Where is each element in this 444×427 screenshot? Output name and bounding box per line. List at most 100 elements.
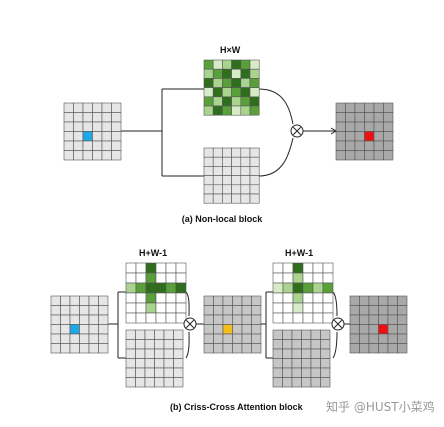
grid-cell	[354, 150, 365, 161]
grid-cell	[249, 166, 260, 176]
grid-cell	[79, 305, 90, 316]
grid-cell	[301, 377, 312, 388]
input-feature-map-a	[63, 102, 122, 161]
multiply-operator-b2	[331, 317, 345, 331]
grid-cell	[175, 292, 187, 304]
grid-cell	[145, 292, 157, 304]
grid-cell	[79, 333, 90, 344]
grid-cell	[368, 324, 379, 335]
grid-cell	[383, 112, 394, 123]
grid-cell	[79, 295, 90, 306]
grid-cell	[292, 292, 304, 304]
grid-cell	[251, 324, 262, 335]
grid-cell	[60, 295, 71, 306]
grid-cell	[364, 150, 375, 161]
grid-cell	[231, 87, 242, 98]
grid-cell	[154, 329, 165, 340]
grid-cell	[231, 156, 242, 167]
grid-cell	[373, 102, 384, 113]
grid-cell	[301, 348, 312, 359]
line-value-b1-to-op	[185, 331, 190, 359]
grid-cell	[241, 333, 252, 344]
grid-cell	[240, 105, 251, 116]
grid-cell	[101, 140, 112, 151]
grid-cell	[312, 272, 324, 284]
grid-cell	[397, 305, 408, 316]
grid-cell	[50, 324, 61, 335]
grid-cell	[173, 358, 184, 369]
grid-cell	[163, 377, 174, 388]
grid-cell	[249, 184, 260, 195]
grid-cell	[241, 305, 252, 316]
grid-cell	[291, 377, 302, 388]
grid-cell	[213, 295, 224, 306]
grid-cell	[368, 295, 379, 306]
grid-cell	[387, 333, 398, 344]
grid-cell	[249, 96, 260, 107]
grid-cell	[397, 324, 408, 335]
grid-cell	[272, 262, 284, 274]
grid-cell	[249, 68, 260, 79]
grid-cell	[291, 348, 302, 359]
grid-cell	[292, 302, 304, 314]
grid-cell	[232, 324, 243, 335]
grid-cell	[203, 156, 214, 167]
grid-cell	[203, 324, 214, 335]
grid-cell	[232, 343, 243, 354]
grid-cell	[101, 121, 112, 132]
grid-cell	[249, 87, 260, 98]
grid-cell	[135, 272, 147, 284]
caption-non-local-block: (a) Non-local block	[181, 214, 263, 224]
grid-cell	[320, 329, 331, 340]
grid-cell	[203, 295, 214, 306]
grid-cell	[240, 166, 251, 176]
grid-cell	[125, 272, 137, 284]
grid-cell	[60, 324, 71, 335]
grid-cell	[155, 282, 167, 294]
grid-cell	[222, 343, 233, 354]
grid-cell	[88, 295, 99, 306]
grid-cell	[378, 305, 389, 316]
label-hw1-second: H+W-1	[285, 248, 314, 258]
grid-cell	[222, 166, 232, 176]
grid-cell	[251, 295, 262, 306]
grid-cell	[98, 314, 109, 325]
grid-cell	[154, 358, 165, 369]
grid-cell	[92, 131, 103, 142]
grid-cell	[292, 282, 304, 294]
criss-cross-attention-map-2	[272, 262, 334, 324]
grid-cell	[203, 314, 214, 325]
grid-cell	[373, 131, 384, 142]
grid-cell	[88, 333, 99, 344]
grid-cell	[92, 121, 103, 132]
output-feature-map-b	[349, 295, 408, 354]
line-value-to-op	[258, 137, 294, 177]
grid-cell	[282, 367, 293, 378]
grid-cell	[111, 131, 122, 142]
grid-cell	[272, 292, 284, 304]
input-feature-map-b	[50, 295, 109, 354]
grid-cell	[165, 262, 177, 274]
grid-cell	[282, 262, 294, 274]
grid-cell	[144, 329, 155, 340]
grid-cell	[63, 131, 74, 142]
grid-cell	[135, 358, 146, 369]
grid-cell	[282, 329, 293, 340]
grid-cell	[383, 150, 394, 161]
line-cc2-to-op	[332, 291, 338, 317]
grid-cell	[310, 348, 321, 359]
grid-cell	[359, 305, 370, 316]
grid-cell	[310, 377, 321, 388]
grid-cell	[145, 262, 157, 274]
grid-cell	[135, 282, 147, 294]
grid-cell	[69, 343, 80, 354]
grid-cell	[203, 87, 214, 98]
grid-cell	[144, 358, 155, 369]
grid-cell	[282, 312, 294, 324]
grid-cell	[345, 131, 356, 142]
grid-cell	[272, 377, 283, 388]
grid-cell	[155, 302, 167, 314]
grid-cell	[378, 295, 389, 306]
grid-cell	[345, 102, 356, 113]
grid-cell	[88, 324, 99, 335]
